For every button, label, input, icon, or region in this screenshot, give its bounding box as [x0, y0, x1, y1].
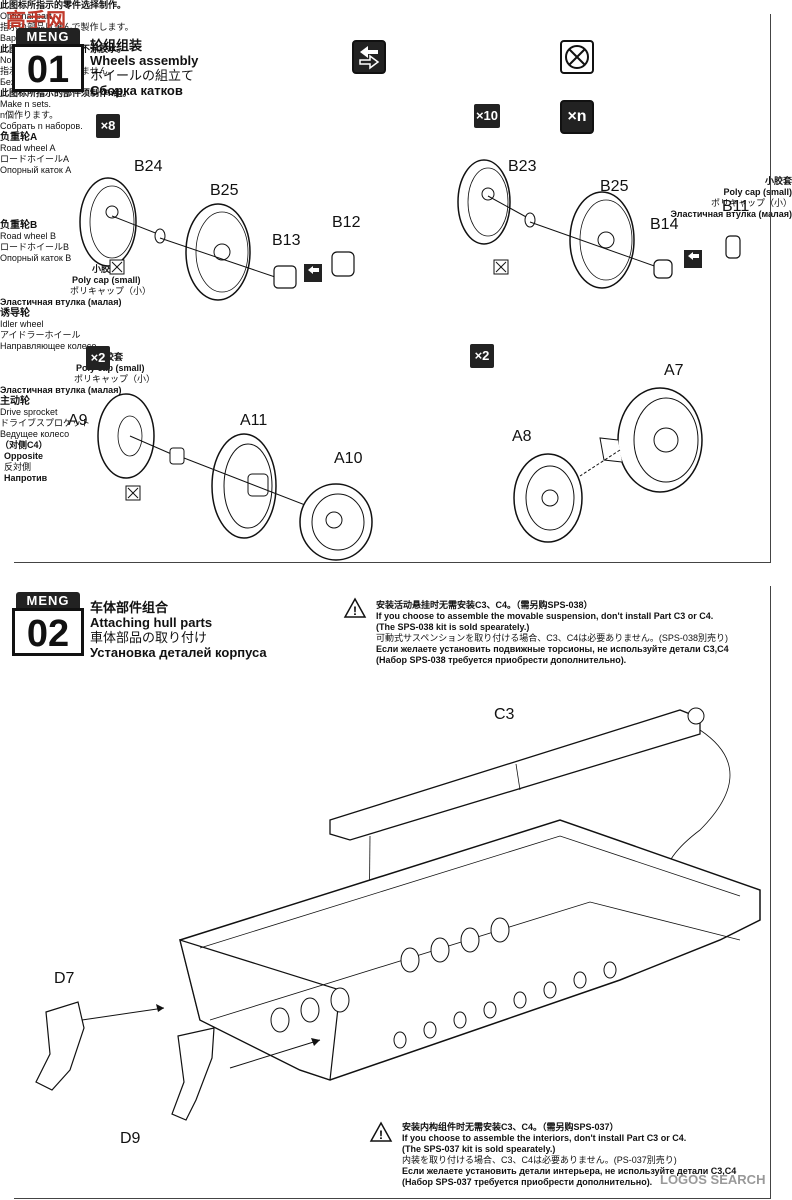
part-label-c3: C3 — [494, 706, 515, 723]
part-label-a7: A7 — [664, 362, 684, 379]
part-label-a11: A11 — [240, 412, 268, 429]
watermark-logo: 高手网 — [6, 10, 66, 32]
part-label-d7: D7 — [54, 970, 75, 987]
part-label-a8: A8 — [512, 428, 532, 445]
part-label-b25-b: B25 — [600, 178, 629, 195]
road-wheel-b-drawing — [457, 159, 741, 289]
step-02-frame — [14, 586, 771, 1199]
part-label-a9: A9 — [68, 412, 88, 429]
part-label-b24: B24 — [134, 158, 163, 175]
part-label-b12: B12 — [332, 214, 361, 231]
poly-cap-a-label: 小胶套 Poly cap (small) ポリキャップ（小） Эластична… — [670, 176, 792, 219]
optional-part-icon — [352, 40, 386, 74]
part-label-d9: D9 — [120, 1130, 141, 1147]
step-01-title: 轮组组装 Wheels assembly ホイールの組立て Сборка кат… — [90, 38, 199, 98]
sprocket-count: ×2 — [470, 344, 494, 368]
step-02-badge: MENG 02 — [12, 592, 84, 656]
part-label-b14: B14 — [650, 216, 679, 233]
legend-n-sets: 此图标所指示的部件须制作n组。 Make n sets. n個作ります。 Соб… — [0, 88, 132, 131]
idler-drawing — [97, 393, 373, 561]
road-wheel-b-title: 负重轮B Road wheel B ロードホイールB Опорный каток… — [0, 220, 72, 263]
part-label-b11: B11 — [722, 198, 750, 215]
hull-drawing — [35, 707, 761, 1121]
part-label-b13: B13 — [272, 232, 301, 249]
idler-title: 诱导轮 Idler wheel アイドラーホイール Направляющее к… — [0, 308, 97, 351]
road-wheel-a-title: 负重轮A Road wheel A ロードホイールA Опорный каток… — [0, 132, 72, 175]
sprocket-title: 主动轮 Drive sprocket ドライブスプロケット Ведущее ко… — [0, 396, 91, 439]
part-label-b23: B23 — [508, 158, 537, 175]
brand-label-2: MENG — [16, 592, 80, 610]
step-01-frame — [14, 14, 771, 563]
idler-count: ×2 — [86, 346, 110, 370]
part-label-a10: A10 — [334, 450, 363, 467]
step-01-badge: MENG 01 — [12, 28, 84, 92]
warning-icon: ! — [343, 597, 367, 618]
brand-label: MENG — [16, 28, 80, 46]
warning-movable-suspension: 安装活动悬挂时无需安装C3、C4。（需另购SPS-038） If you cho… — [376, 600, 729, 665]
road-wheel-a-count: ×8 — [96, 114, 120, 138]
watermark-bottom: LOGOS SEARCH — [660, 1172, 766, 1187]
road-wheel-a-drawing — [79, 177, 355, 301]
step-number: 01 — [12, 44, 84, 92]
sprocket-drawing — [513, 387, 703, 543]
warning-icon-2: ! — [369, 1121, 393, 1142]
step-number-2: 02 — [12, 608, 84, 656]
step-02-title: 车体部件组合 Attaching hull parts 車体部品の取り付け Ус… — [90, 600, 267, 660]
c3-opposite-label: （对侧C4） Opposite 反対側 Напротив — [0, 440, 48, 483]
poly-cap-b-label: 小胶套 Poly cap (small) ポリキャップ（小） Эластична… — [0, 264, 152, 307]
part-label-b25: B25 — [210, 182, 239, 199]
n-sets-icon: ×n — [560, 100, 594, 134]
svg-text:!: ! — [353, 604, 357, 618]
road-wheel-b-count: ×10 — [474, 104, 500, 128]
svg-text:!: ! — [379, 1128, 383, 1142]
warning-interiors: 安装内构组件时无需安装C3、C4。（需另购SPS-037） If you cho… — [402, 1122, 737, 1187]
no-cement-icon — [560, 40, 594, 74]
